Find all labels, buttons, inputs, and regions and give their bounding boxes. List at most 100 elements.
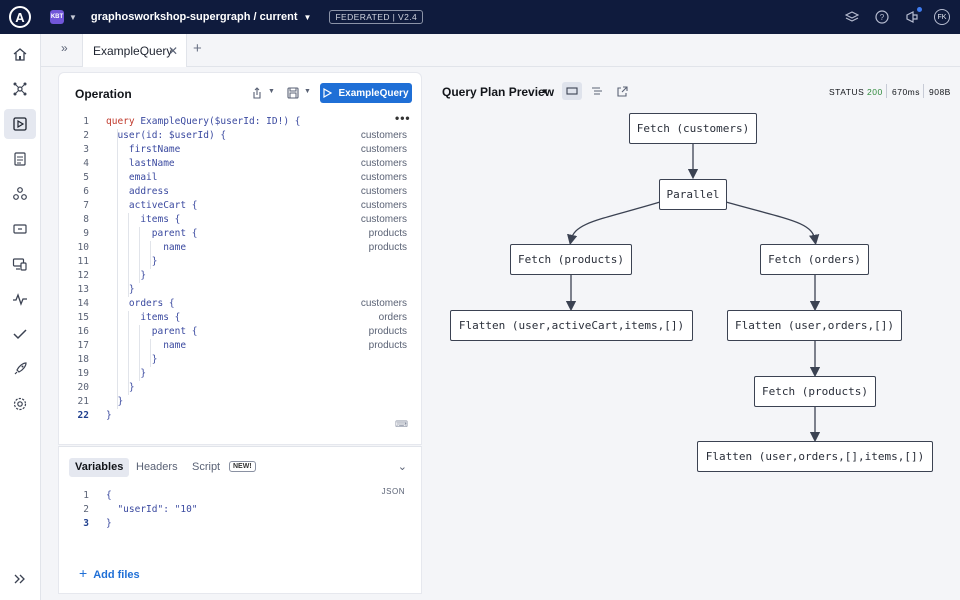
line-number: 6 [83, 186, 89, 197]
plan-node-flatten-active-cart[interactable]: Flatten (user,activeCart,items,[]) [450, 310, 693, 341]
plan-node-flatten-orders[interactable]: Flatten (user,orders,[]) [727, 310, 902, 341]
code-line[interactable]: 18 } [59, 353, 423, 367]
line-number: 21 [77, 396, 89, 407]
code-line[interactable]: 12 } [59, 269, 423, 283]
code-line[interactable]: 9 parent {products [59, 227, 423, 241]
launches-icon[interactable] [4, 354, 36, 384]
code-line[interactable]: 22} [59, 409, 423, 423]
code-line[interactable]: 13 } [59, 283, 423, 297]
chevron-down-icon[interactable]: ▼ [541, 87, 549, 96]
keyboard-icon[interactable]: ⌨ [395, 419, 408, 429]
code-line[interactable]: 20 } [59, 381, 423, 395]
code-line[interactable]: 1{ [59, 489, 359, 503]
format-label: JSON [381, 487, 405, 496]
chevron-down-icon[interactable]: ▼ [69, 12, 77, 22]
plan-node-parallel[interactable]: Parallel [659, 179, 727, 210]
code-line[interactable]: 15 items {orders [59, 311, 423, 325]
code-line[interactable]: 2 user(id: $userId) {customers [59, 129, 423, 143]
code-text: "userId": "10" [106, 504, 198, 515]
code-line[interactable]: 3} [59, 517, 359, 531]
schema-icon[interactable] [4, 144, 36, 174]
code-line[interactable]: 16 parent {products [59, 325, 423, 339]
code-line[interactable]: 7 activeCart {customers [59, 199, 423, 213]
code-text: activeCart { [106, 200, 198, 211]
code-line[interactable]: 19 } [59, 367, 423, 381]
graph-selector[interactable]: graphosworkshop-supergraph / current [90, 11, 298, 23]
plan-node-flatten-orders-items[interactable]: Flatten (user,orders,[],items,[]) [697, 441, 933, 472]
code-line[interactable]: 14 orders {customers [59, 297, 423, 311]
status-label: STATUS [829, 87, 865, 97]
explorer-icon[interactable] [4, 109, 36, 139]
plan-node-fetch-customers[interactable]: Fetch (customers) [629, 113, 757, 144]
line-number: 18 [77, 354, 89, 365]
graph-icon[interactable] [4, 74, 36, 104]
plan-node-fetch-products[interactable]: Fetch (products) [510, 244, 632, 275]
apollo-logo[interactable]: A [0, 0, 40, 34]
open-external-icon[interactable] [612, 82, 632, 100]
run-query-button[interactable]: ExampleQuery [320, 83, 412, 103]
code-text: name [106, 340, 187, 351]
code-text: parent { [106, 228, 198, 239]
code-text: items { [106, 312, 181, 323]
close-icon[interactable]: ✕ [167, 44, 178, 58]
home-icon[interactable] [4, 39, 36, 69]
subgraph-annotation: orders [378, 312, 407, 323]
variables-panel: Variables Headers Script NEW! ⌄ JSON 1{2… [58, 446, 422, 594]
tab-script[interactable]: Script [192, 461, 221, 473]
line-number: 9 [83, 228, 89, 239]
help-icon[interactable]: ? [874, 9, 890, 25]
subgraphs-icon[interactable] [4, 179, 36, 209]
code-text: firstName [106, 144, 181, 155]
announcement-icon[interactable] [904, 7, 922, 25]
subgraph-annotation: customers [360, 172, 407, 183]
checks-icon[interactable] [4, 319, 36, 349]
chevron-down-icon[interactable]: ▼ [303, 12, 312, 22]
code-text: parent { [106, 326, 198, 337]
code-text: } [106, 368, 147, 379]
subgraph-annotation: products [368, 242, 407, 253]
code-text: } [106, 354, 158, 365]
add-files-button[interactable]: +Add files [79, 565, 140, 581]
changelog-icon[interactable] [4, 214, 36, 244]
expand-icon[interactable] [4, 564, 36, 594]
text-view-icon[interactable] [587, 82, 607, 100]
code-line[interactable]: 21 } [59, 395, 423, 409]
settings-icon[interactable] [4, 389, 36, 419]
share-icon[interactable] [251, 87, 263, 102]
layers-icon[interactable] [844, 9, 860, 25]
chevron-down-icon[interactable]: ▼ [304, 88, 311, 95]
code-line[interactable]: 8 items {customers [59, 213, 423, 227]
code-line[interactable]: 11 } [59, 255, 423, 269]
save-icon[interactable] [287, 87, 299, 102]
code-line[interactable]: 2 "userId": "10" [59, 503, 359, 517]
chevron-down-icon[interactable]: ▼ [268, 88, 275, 95]
code-text: } [106, 410, 112, 421]
add-tab-icon[interactable]: + [193, 40, 202, 57]
graph-view-icon[interactable] [562, 82, 582, 100]
clients-icon[interactable] [4, 249, 36, 279]
plan-node-fetch-orders[interactable]: Fetch (orders) [760, 244, 869, 275]
line-number: 20 [77, 382, 89, 393]
line-number: 17 [77, 340, 89, 351]
tab-example-query[interactable]: ExampleQuery ✕ [82, 34, 187, 67]
tab-variables[interactable]: Variables [69, 458, 130, 477]
more-options-icon[interactable]: ••• [395, 111, 411, 125]
collapse-icon[interactable]: ⌄ [397, 461, 407, 473]
run-button-label: ExampleQuery [338, 87, 409, 99]
insights-icon[interactable] [4, 284, 36, 314]
subgraph-annotation: customers [360, 200, 407, 211]
query-plan-title[interactable]: Query Plan Preview [442, 85, 555, 99]
avatar[interactable]: FK [934, 9, 950, 25]
plan-node-fetch-products-2[interactable]: Fetch (products) [754, 376, 876, 407]
tab-headers[interactable]: Headers [136, 461, 178, 473]
expand-sidebar-icon[interactable]: » [61, 41, 68, 55]
org-badge[interactable]: KBT [50, 10, 64, 24]
